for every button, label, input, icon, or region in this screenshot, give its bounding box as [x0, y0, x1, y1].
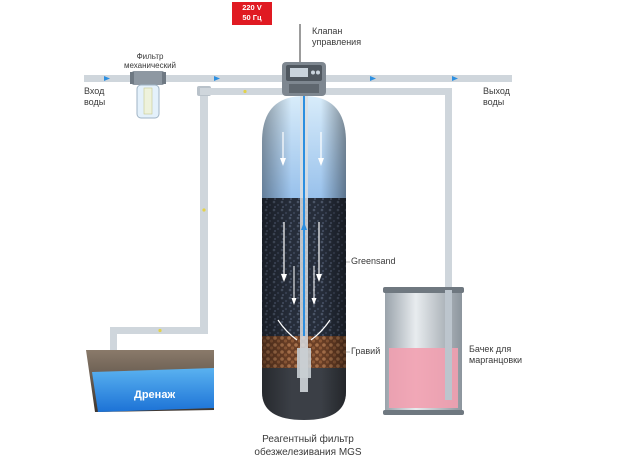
permanganate-pipe — [312, 88, 452, 400]
permanganate-tank-label-line1: Бачек для — [469, 344, 512, 354]
mechanical-filter — [130, 71, 166, 119]
drain-label: Дренаж — [134, 389, 176, 401]
control-valve — [282, 62, 326, 96]
water-outlet-label-line1: Выход — [483, 86, 510, 96]
caption-line2: обезжелезивания MGS — [254, 447, 362, 458]
leader-lines — [346, 261, 350, 353]
water-outlet-label: Выход воды — [483, 86, 510, 108]
water-inlet-label-line1: Вход — [84, 86, 105, 96]
branch-flow-markers — [158, 89, 247, 333]
mechanical-filter-label-line2: механический — [123, 61, 177, 70]
flow-arrows — [104, 76, 458, 81]
mechanical-filter-label-line1: Фильтр — [136, 52, 164, 61]
tank-flow-arrows — [277, 132, 331, 341]
control-valve-label-line2: управления — [312, 37, 362, 47]
power-badge: 220 V 50 Гц — [232, 2, 272, 25]
water-inlet-label-line2: воды — [84, 97, 106, 107]
power-voltage: 220 V — [242, 3, 262, 12]
mechanical-filter-label: Фильтр механический — [118, 52, 182, 70]
gravel-label: Гравий — [351, 346, 381, 356]
permanganate-tank — [383, 287, 464, 415]
power-frequency: 50 Гц — [242, 13, 262, 22]
caption-line1: Реагентный фильтр — [262, 434, 354, 445]
diagram-caption: Реагентный фильтр обезжелезивания MGS — [228, 433, 388, 459]
permanganate-tank-label: Бачек для марганцовки — [469, 344, 522, 366]
drain-basin — [86, 350, 214, 412]
permanganate-tank-label-line2: марганцовки — [469, 355, 523, 365]
control-valve-label: Клапан управления — [312, 26, 361, 48]
water-inlet-label: Вход воды — [84, 86, 105, 108]
control-valve-label-line1: Клапан — [312, 26, 343, 36]
greensand-label: Greensand — [351, 256, 396, 266]
filter-tank — [262, 92, 346, 420]
water-outlet-label-line2: воды — [483, 97, 505, 107]
